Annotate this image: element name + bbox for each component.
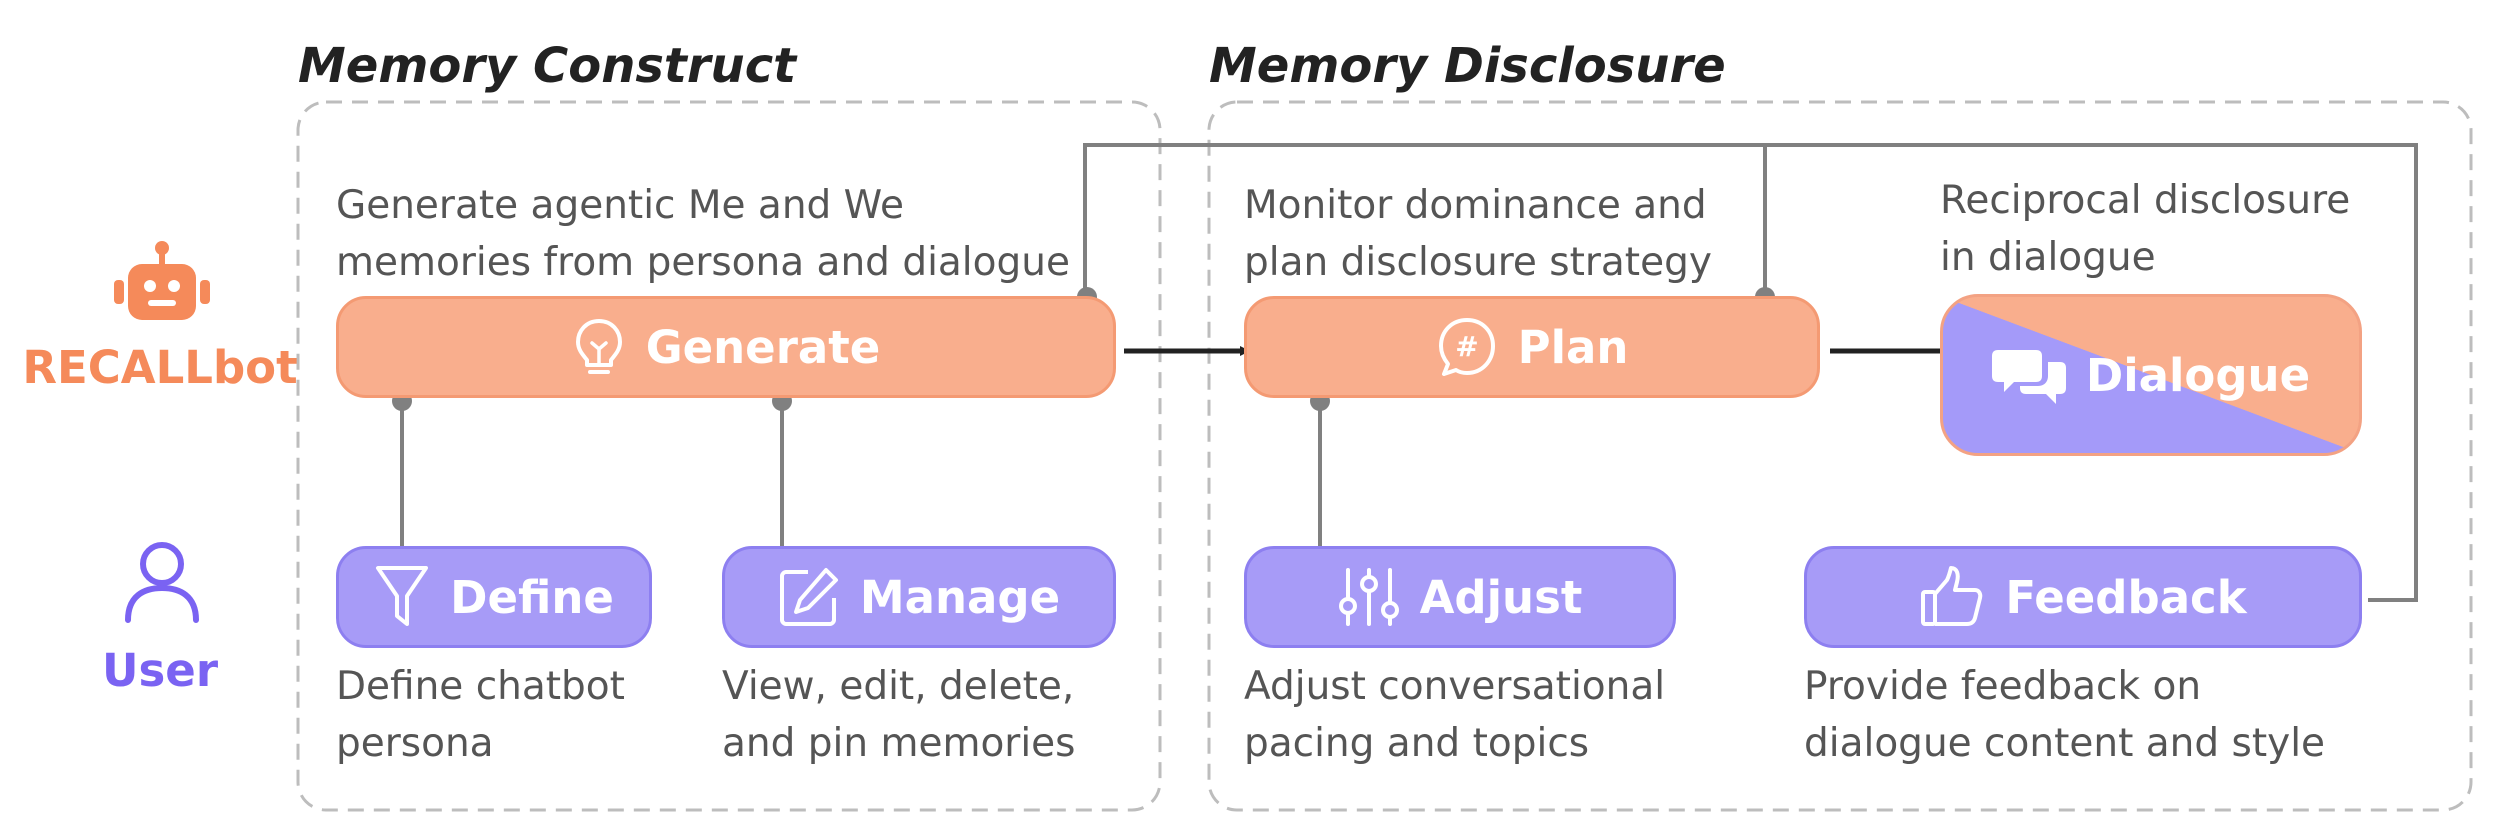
memory-disclosure-group (1207, 100, 2473, 812)
description-line: dialogue content and style (1804, 721, 2326, 766)
edit-icon (778, 566, 840, 628)
adjust-node[interactable]: Adjust (1244, 546, 1676, 648)
manage-label: Manage (859, 570, 1061, 624)
description-line: persona (336, 721, 494, 766)
define-description: Define chatbot persona (336, 658, 625, 772)
dialogue-label: Dialogue (2085, 348, 2311, 402)
description-line: memories from persona and dialogue (336, 240, 1070, 285)
plan-node[interactable]: # Plan (1244, 296, 1820, 398)
description-line: Adjust conversational (1244, 664, 1666, 709)
description-line: Provide feedback on (1804, 664, 2202, 709)
hashtag-chat-icon: # (1436, 316, 1498, 378)
lightbulb-icon (572, 317, 626, 377)
svg-text:#: # (1455, 330, 1478, 363)
chat-bubbles-icon (1991, 344, 2066, 406)
memory-construct-group (296, 100, 1162, 812)
manage-node[interactable]: Manage (722, 546, 1116, 648)
generate-description: Generate agentic Me and We memories from… (336, 177, 1070, 291)
user-label: User (101, 644, 219, 697)
description-line: plan disclosure strategy (1244, 240, 1712, 285)
recallbot-label: RECALLbot (22, 341, 298, 394)
generate-label: Generate (645, 320, 881, 374)
memory-disclosure-title: Memory Disclosure (1209, 38, 1726, 94)
description-line: Monitor dominance and (1244, 183, 1707, 228)
feedback-node[interactable]: Feedback (1804, 546, 2362, 648)
description-line: and pin memories (722, 721, 1076, 766)
sliders-icon (1338, 566, 1400, 628)
robot-icon (110, 240, 214, 330)
dialogue-node[interactable]: Dialogue (1940, 294, 2362, 456)
feedback-description: Provide feedback on dialogue content and… (1804, 658, 2325, 772)
thumbs-up-icon (1919, 564, 1985, 630)
plan-description: Monitor dominance and plan disclosure st… (1244, 177, 1712, 291)
adjust-description: Adjust conversational pacing and topics (1244, 658, 1665, 772)
plan-label: Plan (1517, 320, 1629, 374)
description-line: Define chatbot (336, 664, 625, 709)
memory-construct-title: Memory Construct (298, 38, 797, 94)
feedback-label: Feedback (2005, 570, 2247, 624)
generate-node[interactable]: Generate (336, 296, 1116, 398)
funnel-icon (374, 564, 430, 630)
adjust-label: Adjust (1419, 570, 1583, 624)
description-line: View, edit, delete, (722, 664, 1075, 709)
user-icon (122, 540, 202, 624)
description-line: in dialogue (1940, 235, 2156, 280)
description-line: pacing and topics (1244, 721, 1590, 766)
define-label: Define (450, 570, 614, 624)
feedback-loop-connector (1083, 143, 2418, 602)
manage-description: View, edit, delete, and pin memories (722, 658, 1076, 772)
description-line: Generate agentic Me and We (336, 183, 904, 228)
dialogue-description: Reciprocal disclosure in dialogue (1940, 172, 2350, 286)
description-line: Reciprocal disclosure (1940, 178, 2351, 223)
define-node[interactable]: Define (336, 546, 652, 648)
